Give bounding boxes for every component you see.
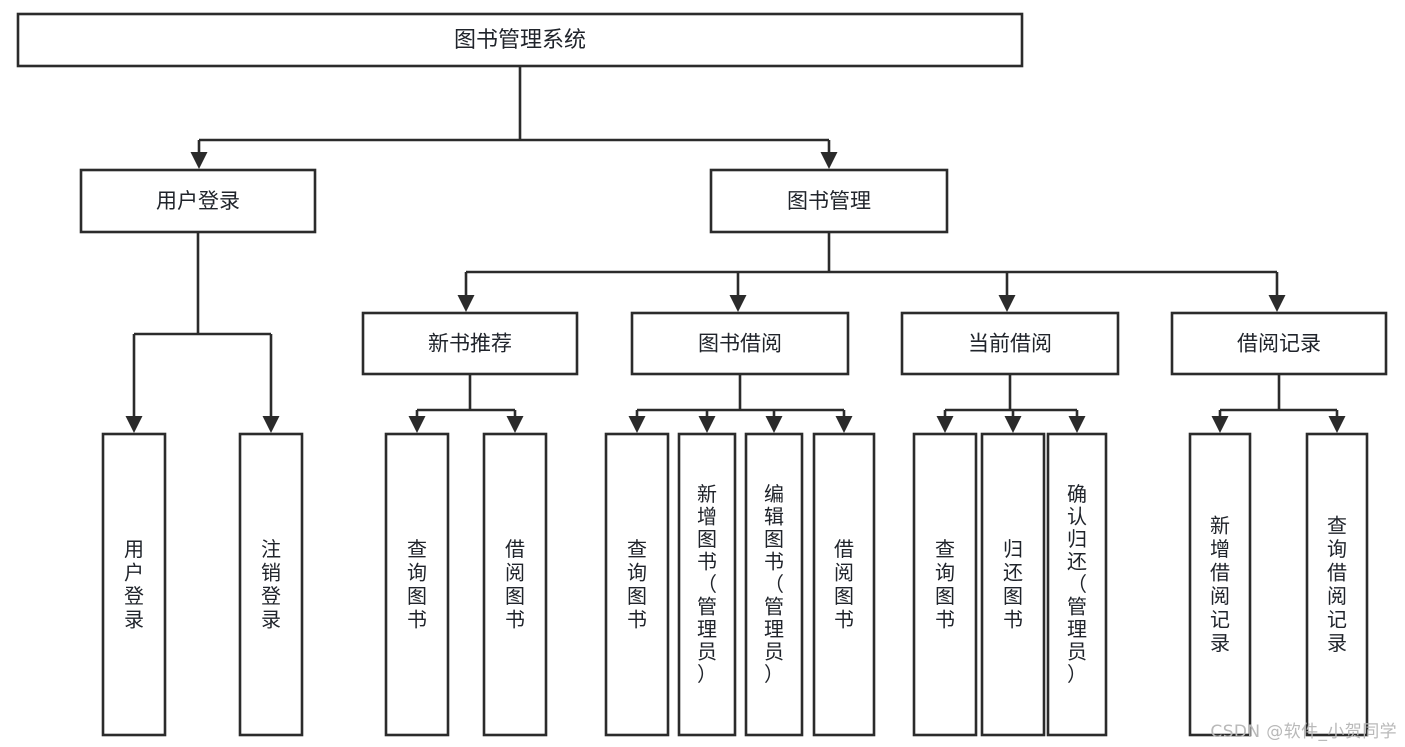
node-box[interactable]: [912, 432, 978, 737]
node-box[interactable]: [630, 311, 850, 376]
node-box[interactable]: [980, 432, 1046, 737]
arrow-head-icon: [698, 416, 716, 433]
node-layer: 图书管理系统用户登录图书管理新书推荐图书借阅当前借阅借阅记录用户登录注销登录查询…: [16, 12, 1388, 737]
node-label: 借阅记录: [1237, 332, 1321, 356]
connector-group-root-bus: [190, 66, 838, 169]
node-leaf-4[interactable]: 查询图书: [604, 432, 670, 737]
node-box[interactable]: [744, 432, 804, 737]
node-label: 用户登录: [124, 537, 144, 632]
node-box[interactable]: [1170, 311, 1388, 376]
connector-group-borrow-record-bus: [1211, 374, 1346, 433]
connector-group-user-login-bus: [125, 232, 280, 433]
node-box[interactable]: [361, 311, 579, 376]
node-level3-3[interactable]: 借阅记录: [1170, 311, 1388, 376]
connector-group-new-book-bus: [408, 374, 524, 433]
node-level3-2[interactable]: 当前借阅: [900, 311, 1120, 376]
node-label: 图书管理: [787, 189, 871, 213]
connector-group-current-borrow-bus: [936, 374, 1086, 433]
node-box[interactable]: [812, 432, 876, 737]
node-label: 查询图书: [407, 537, 427, 632]
node-label: 借阅图书: [505, 537, 525, 632]
node-label: 查询借阅记录: [1327, 513, 1347, 655]
node-label: 确认归还（管理员）: [1067, 482, 1087, 686]
node-leaf-12[interactable]: 查询借阅记录: [1305, 432, 1369, 737]
node-box[interactable]: [482, 432, 548, 737]
node-label: 新增图书（管理员）: [697, 482, 717, 686]
node-leaf-5[interactable]: 新增图书（管理员）: [677, 432, 737, 737]
arrow-head-icon: [1068, 416, 1086, 433]
node-box[interactable]: [1046, 432, 1108, 737]
node-label: 当前借阅: [968, 332, 1052, 356]
node-label: 注销登录: [261, 537, 281, 632]
arrow-head-icon: [262, 416, 280, 433]
arrow-head-icon: [765, 416, 783, 433]
arrow-head-icon: [998, 295, 1016, 312]
arrow-head-icon: [1268, 295, 1286, 312]
arrow-head-icon: [190, 152, 208, 169]
node-box[interactable]: [384, 432, 450, 737]
node-label: 归还图书: [1003, 537, 1023, 632]
node-box[interactable]: [709, 168, 949, 234]
arrow-head-icon: [835, 416, 853, 433]
node-label: 查询图书: [935, 537, 955, 632]
node-level3-1[interactable]: 图书借阅: [630, 311, 850, 376]
connector-group-book-mgmt-bus: [457, 232, 1286, 312]
node-level2-0[interactable]: 用户登录: [79, 168, 317, 234]
node-box[interactable]: [1305, 432, 1369, 737]
node-leaf-9[interactable]: 归还图书: [980, 432, 1046, 737]
node-root-0[interactable]: 图书管理系统: [16, 12, 1024, 68]
node-leaf-2[interactable]: 查询图书: [384, 432, 450, 737]
node-box[interactable]: [238, 432, 304, 737]
arrow-head-icon: [936, 416, 954, 433]
node-level2-1[interactable]: 图书管理: [709, 168, 949, 234]
connector-layer: [125, 66, 1346, 433]
arrow-head-icon: [457, 295, 475, 312]
node-label: 新书推荐: [428, 332, 512, 356]
arrow-head-icon: [408, 416, 426, 433]
node-leaf-6[interactable]: 编辑图书（管理员）: [744, 432, 804, 737]
arrow-head-icon: [820, 152, 838, 169]
node-box[interactable]: [900, 311, 1120, 376]
node-box[interactable]: [604, 432, 670, 737]
node-leaf-11[interactable]: 新增借阅记录: [1188, 432, 1252, 737]
node-level3-0[interactable]: 新书推荐: [361, 311, 579, 376]
node-box[interactable]: [1188, 432, 1252, 737]
node-leaf-7[interactable]: 借阅图书: [812, 432, 876, 737]
node-leaf-3[interactable]: 借阅图书: [482, 432, 548, 737]
node-label: 查询图书: [627, 537, 647, 632]
node-label: 图书借阅: [698, 332, 782, 356]
node-label: 新增借阅记录: [1210, 513, 1230, 655]
node-box[interactable]: [677, 432, 737, 737]
node-box[interactable]: [16, 12, 1024, 68]
node-leaf-0[interactable]: 用户登录: [101, 432, 167, 737]
arrow-head-icon: [506, 416, 524, 433]
connector-group-borrow-book-bus: [628, 374, 853, 433]
node-leaf-8[interactable]: 查询图书: [912, 432, 978, 737]
arrow-head-icon: [628, 416, 646, 433]
arrow-head-icon: [1328, 416, 1346, 433]
node-box[interactable]: [79, 168, 317, 234]
arrow-head-icon: [1004, 416, 1022, 433]
node-label: 借阅图书: [834, 537, 854, 632]
node-leaf-1[interactable]: 注销登录: [238, 432, 304, 737]
node-box[interactable]: [101, 432, 167, 737]
node-label: 用户登录: [156, 189, 240, 213]
node-leaf-10[interactable]: 确认归还（管理员）: [1046, 432, 1108, 737]
arrow-head-icon: [1211, 416, 1229, 433]
arrow-head-icon: [125, 416, 143, 433]
arrow-head-icon: [729, 295, 747, 312]
node-label: 图书管理系统: [454, 28, 586, 53]
node-label: 编辑图书（管理员）: [764, 482, 784, 686]
